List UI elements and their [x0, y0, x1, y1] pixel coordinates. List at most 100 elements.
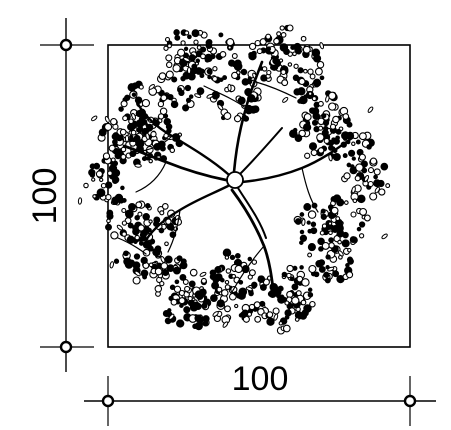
- leaf-mark: [138, 84, 144, 90]
- leaf-mark: [90, 115, 98, 122]
- leaf-mark: [373, 168, 381, 176]
- leaf-mark: [307, 68, 314, 75]
- dimension-marker-top: [59, 38, 73, 52]
- leaf-mark: [358, 132, 367, 141]
- leaf-mark: [266, 69, 272, 76]
- leaf-mark: [183, 57, 190, 62]
- leaf-mark: [138, 240, 144, 246]
- leaf-mark: [291, 283, 299, 291]
- leaf-mark: [219, 77, 224, 82]
- leaf-mark: [134, 270, 141, 277]
- leaf-mark: [157, 113, 165, 120]
- leaf-mark: [320, 213, 327, 220]
- leaf-mark: [323, 271, 330, 278]
- leaf-mark: [307, 292, 314, 298]
- leaf-mark: [343, 200, 349, 205]
- leaf-mark: [183, 46, 189, 51]
- leaf-mark: [131, 137, 137, 143]
- leaf-mark: [195, 58, 201, 64]
- leaf-mark: [226, 38, 235, 47]
- leaf-mark: [211, 75, 218, 82]
- leaf-mark: [121, 231, 127, 237]
- leaf-mark: [265, 33, 272, 40]
- leaf-mark: [343, 172, 351, 180]
- leaf-mark: [89, 172, 96, 178]
- leaf-mark: [180, 75, 186, 82]
- leaf-mark: [259, 283, 267, 291]
- leaf-mark: [127, 83, 137, 92]
- leaf-mark: [159, 280, 165, 287]
- leaf-mark: [227, 45, 232, 50]
- leaf-mark: [105, 181, 113, 189]
- leaf-mark: [184, 30, 190, 36]
- leaf-mark: [337, 239, 342, 245]
- leaf-mark: [328, 102, 337, 111]
- leaf-mark: [105, 223, 112, 231]
- leaf-mark: [225, 268, 232, 274]
- leaf-mark: [307, 228, 313, 234]
- leaf-mark: [224, 279, 230, 285]
- leaf-mark: [348, 149, 356, 157]
- leaf-mark: [222, 75, 228, 81]
- leaf-mark: [300, 299, 307, 306]
- leaf-mark: [311, 96, 317, 102]
- leaf-mark: [187, 34, 192, 40]
- leaf-mark: [199, 271, 207, 277]
- leaf-mark: [207, 74, 212, 80]
- leaf-mark: [303, 68, 308, 74]
- leaf-mark: [116, 134, 123, 141]
- leaf-mark: [150, 131, 157, 138]
- leaf-mark: [329, 123, 337, 130]
- leaf-mark: [245, 286, 253, 292]
- leaf-mark: [282, 324, 291, 333]
- leaf-mark: [373, 174, 378, 180]
- branch-fine-3: [167, 209, 181, 253]
- leaf-mark: [358, 233, 365, 239]
- leaf-mark: [179, 303, 184, 308]
- leaf-mark: [286, 24, 294, 32]
- leaf-mark: [328, 224, 334, 230]
- leaf-mark: [299, 234, 308, 242]
- leaf-mark: [164, 36, 171, 43]
- leaf-mark: [328, 237, 334, 243]
- leaf-mark: [214, 266, 222, 274]
- leaf-mark: [380, 162, 389, 171]
- leaf-mark: [351, 186, 356, 194]
- leaf-mark: [161, 268, 170, 277]
- leaf-mark: [113, 258, 120, 264]
- leaf-mark: [355, 139, 361, 145]
- leaf-mark: [131, 92, 137, 97]
- leaf-mark: [332, 137, 340, 145]
- leaf-mark: [223, 112, 232, 120]
- leaf-mark: [367, 180, 374, 188]
- leaf-mark: [251, 105, 260, 114]
- leaf-mark: [204, 53, 213, 63]
- leaf-mark: [128, 118, 134, 125]
- leaf-mark: [289, 276, 295, 282]
- leaf-mark: [292, 74, 300, 82]
- leaf-mark: [369, 192, 378, 201]
- leaf-mark: [109, 261, 115, 269]
- leaf-mark: [136, 127, 141, 133]
- leaf-mark: [129, 150, 136, 157]
- leaf-mark: [351, 141, 356, 147]
- leaf-mark: [174, 34, 181, 41]
- leaf-mark: [257, 275, 266, 284]
- branch-fine-2: [135, 135, 173, 153]
- leaf-mark: [358, 153, 366, 161]
- leaf-mark: [121, 207, 127, 214]
- leaf-mark: [192, 301, 201, 310]
- leaf-mark: [83, 182, 89, 189]
- leaf-mark: [303, 113, 312, 121]
- leaf-mark: [280, 69, 287, 76]
- leaf-mark: [210, 294, 218, 302]
- leaf-mark: [217, 104, 224, 111]
- leaf-mark: [359, 207, 368, 216]
- leaf-mark: [349, 236, 357, 244]
- leaf-mark: [272, 307, 280, 315]
- leaf-mark: [308, 142, 318, 151]
- leaf-mark: [316, 133, 325, 142]
- leaf-mark: [254, 315, 262, 323]
- leaf-mark: [336, 229, 345, 238]
